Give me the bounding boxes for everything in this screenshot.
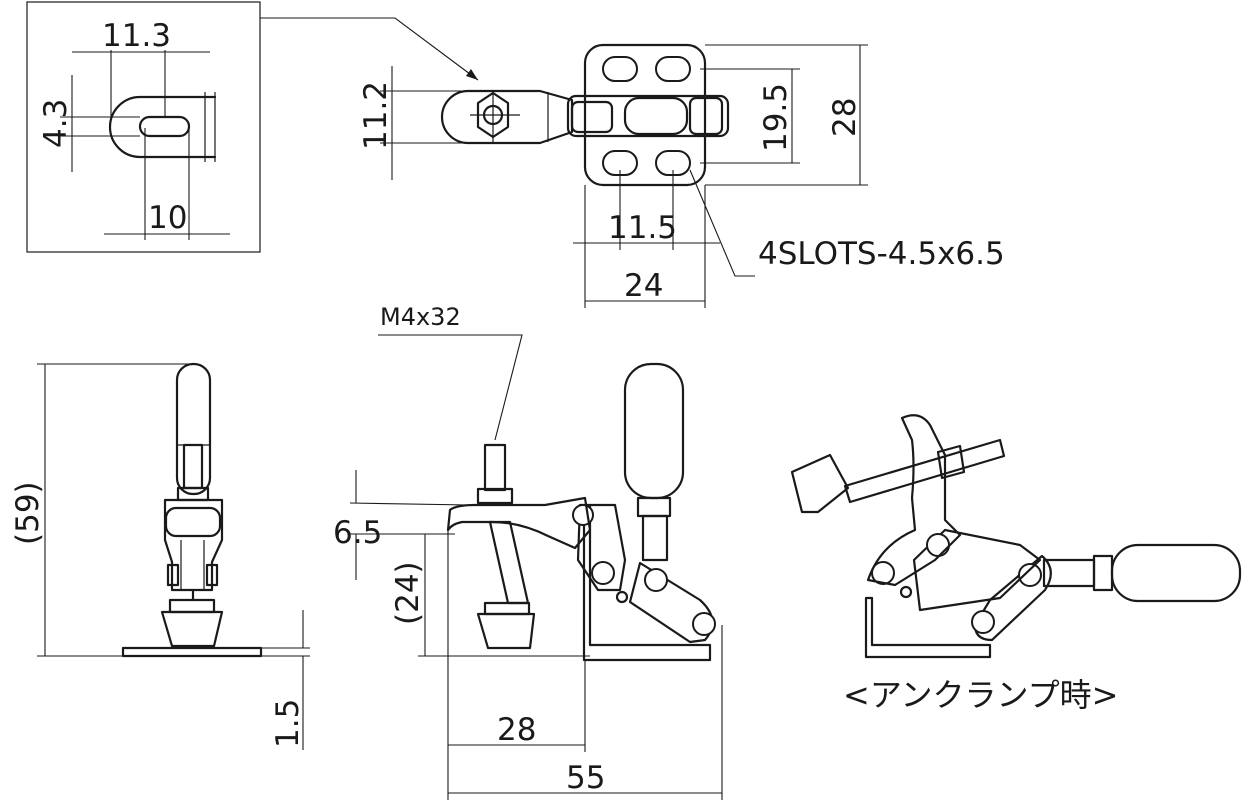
top-dim-left-height: 11.2 — [358, 81, 394, 150]
top-dim-inner-width: 11.5 — [608, 210, 677, 246]
detail-dim-height: 4.3 — [38, 99, 74, 148]
side-dim-height: (24) — [390, 561, 426, 625]
pivot-pin — [926, 533, 950, 557]
top-dim-outer-height: 28 — [827, 98, 863, 137]
top-dim-outer-width: 24 — [624, 268, 663, 304]
pivot-pin — [871, 561, 895, 585]
slot-note: 4SLOTS-4.5x6.5 — [758, 236, 1005, 272]
slot-detail-view: 11.3 4.3 10 — [26, 1, 479, 253]
front-dim-base: 1.5 — [270, 699, 306, 748]
top-view: 11.2 19.5 28 11.5 24 4SLOTS-4.5x6.5 — [358, 43, 1005, 308]
slot-hole — [602, 56, 638, 82]
side-dim-lift: 6.5 — [333, 515, 382, 551]
pivot-pin — [692, 612, 716, 636]
side-dim-total-width: 55 — [566, 760, 605, 796]
slot-hole — [655, 56, 691, 82]
side-dim-inner-width: 28 — [497, 712, 536, 748]
unclamp-view: <アンクランプ時> — [790, 414, 1242, 714]
pivot-pin — [572, 504, 594, 526]
pivot-pin — [591, 561, 615, 585]
unclamp-caption: <アンクランプ時> — [843, 676, 1118, 714]
spindle-label: M4x32 — [380, 303, 461, 331]
pivot-pin — [1018, 563, 1042, 587]
pivot-pin — [971, 610, 995, 634]
front-view: (59) 1.5 — [10, 362, 310, 750]
front-dim-height: (59) — [10, 481, 46, 545]
top-dim-inner-height: 19.5 — [758, 83, 794, 152]
detail-dim-width: 11.3 — [102, 18, 171, 54]
detail-dim-bottom: 10 — [148, 200, 187, 236]
pivot-pin — [644, 568, 668, 592]
side-view: M4x32 6.5 (24) 28 55 — [333, 303, 723, 800]
